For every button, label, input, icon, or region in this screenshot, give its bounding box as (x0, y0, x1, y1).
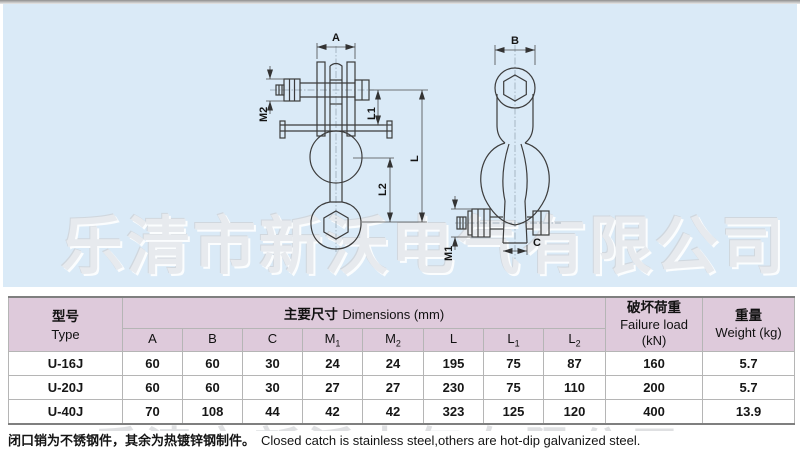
dim-label-l1: L1 (366, 107, 378, 120)
dimension-l1: L1 (366, 89, 428, 126)
dimension-a: A (316, 32, 356, 59)
dimension-m2: M2 (258, 66, 284, 122)
dim-label-c: C (533, 237, 541, 249)
col-header-dim-c: C (242, 328, 303, 352)
dim-label-m1: M1 (443, 246, 455, 261)
note-english: Closed catch is stainless steel,others a… (261, 433, 641, 448)
col-header-failure-load: 破坏荷重 Failure load (kN) (605, 296, 704, 352)
dim-label-l: L (409, 155, 421, 162)
col-header-dim-m2: M2 (362, 328, 424, 352)
col-header-dimensions: 主要尺寸 Dimensions (mm) (121, 296, 607, 329)
col-header-dim-a: A (122, 328, 183, 352)
m2-bolt (275, 78, 370, 102)
hex-hole (323, 210, 349, 240)
front-view-drawing: A M2 L1 L2 L (258, 32, 428, 252)
dim-label-l2: L2 (377, 183, 389, 196)
col-header-dim-b: B (182, 328, 243, 352)
top-eye (494, 67, 536, 144)
note-chinese: 闭口销为不锈钢件，其余为热镀锌钢制件。 (8, 433, 256, 448)
col-header-weight: 重量 Weight (kg) (702, 296, 796, 352)
dimension-l2: L2 (353, 157, 427, 223)
dim-label-a: A (332, 32, 340, 44)
table-row: U-40J 70 108 44 42 42 323 125 120 400 13… (8, 399, 796, 425)
shank-and-eye (310, 136, 362, 250)
col-header-dim-l1: L1 (483, 328, 544, 352)
side-view-drawing: B M1 C (443, 35, 561, 261)
bottom-watermark-band: 乐清市新沃电气有限公司 (92, 420, 762, 431)
dim-label-m2: M2 (258, 107, 270, 122)
spec-table: 型号 Type 主要尺寸 Dimensions (mm) 破坏荷重 Failur… (8, 296, 796, 425)
cell-type: U-16J (8, 351, 123, 376)
material-note: 闭口销为不锈钢件，其余为热镀锌钢制件。 Closed catch is stain… (8, 430, 640, 449)
table-row: U-16J 60 60 30 24 24 195 75 87 160 5.7 (8, 351, 796, 376)
col-header-dim-m1: M1 (302, 328, 363, 352)
col-header-dim-l2: L2 (542, 328, 607, 352)
hex-hole (503, 74, 527, 102)
cell-type: U-40J (8, 399, 123, 425)
bottom-lug (502, 200, 528, 244)
table-row: U-20J 60 60 30 27 27 230 75 110 200 5.7 (8, 375, 796, 400)
dimension-l: L (409, 90, 425, 222)
dimension-c: C (503, 237, 541, 255)
pear-body (480, 142, 550, 226)
ball-socket (309, 130, 363, 184)
m1-bolt (456, 208, 550, 238)
dimension-m1: M1 (443, 196, 472, 261)
col-header-dim-l: L (423, 328, 484, 352)
company-watermark: 乐清市新沃电气有限公司 (61, 212, 787, 282)
cell-type: U-20J (8, 375, 123, 400)
col-header-type: 型号 Type (8, 296, 123, 352)
page-top-bar (0, 0, 800, 4)
drawing-panel: 乐清市新沃电气有限公司 (3, 4, 797, 287)
dimension-b: B (494, 35, 536, 65)
dim-label-b: B (511, 35, 519, 47)
